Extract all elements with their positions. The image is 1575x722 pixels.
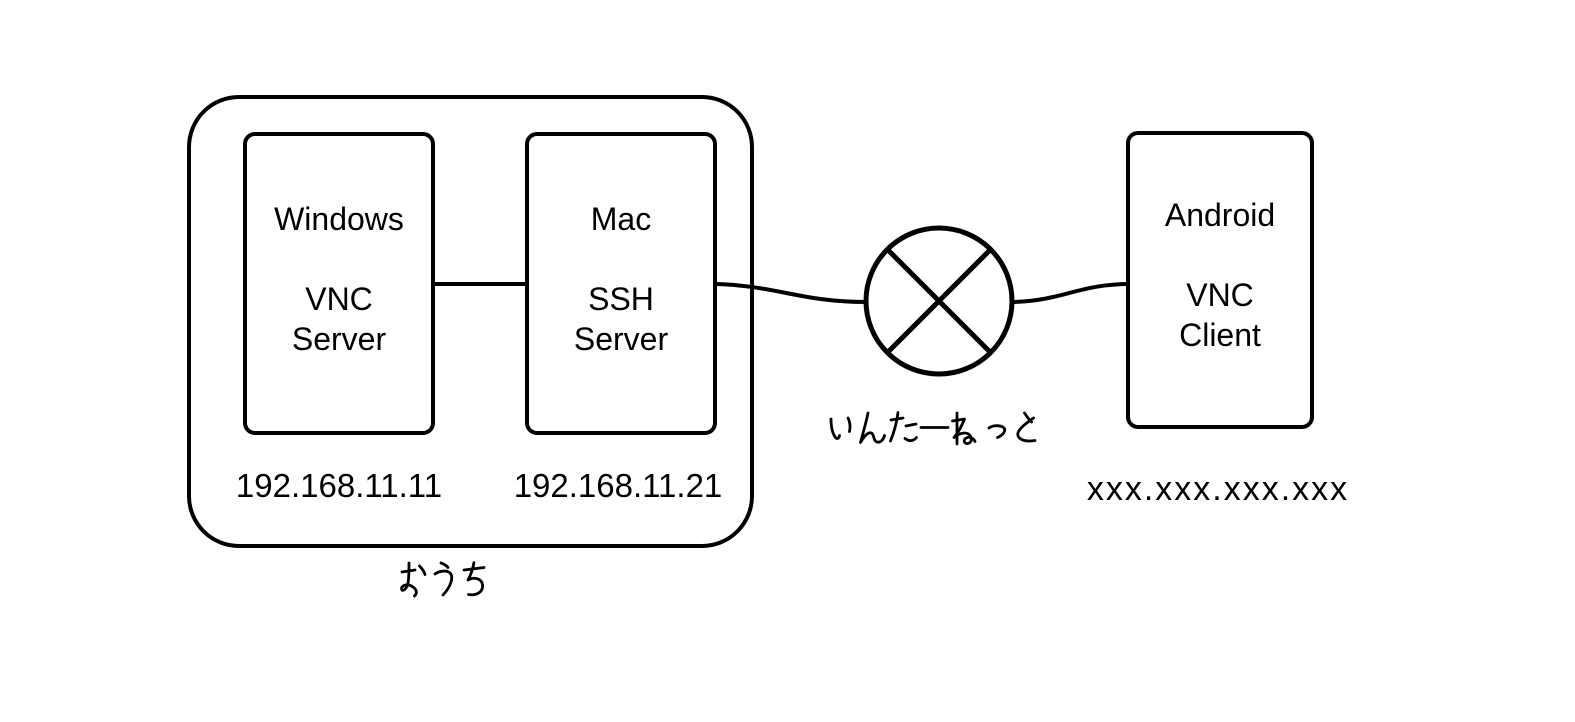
android-role-line-2: Client [1179, 317, 1261, 353]
home-group-box [187, 95, 754, 548]
windows-role-line-1: VNC [305, 280, 373, 317]
kana-u [433, 561, 454, 597]
kana-i [829, 416, 852, 440]
android-role-line-1: VNC [1186, 277, 1254, 313]
kana-ta [889, 411, 918, 443]
kana-to [1016, 411, 1037, 443]
connector-internet-android [1011, 282, 1131, 304]
kana-ne [951, 411, 977, 446]
mac-os-label: Mac [590, 200, 652, 237]
mac-node: Mac SSH Server [525, 132, 717, 435]
internet-label: いんたーねっと [826, 410, 1044, 448]
windows-os-label: Windows [274, 200, 404, 237]
mac-ip-label: 192.168.11.21 [513, 467, 723, 504]
kana-o [400, 561, 427, 598]
kana-chi [462, 561, 486, 597]
windows-node: Windows VNC Server [243, 132, 435, 435]
mac-role-line-1: SSH [588, 280, 654, 317]
kana-small-tsu [987, 424, 1007, 439]
android-os-label: Android [1164, 197, 1276, 233]
android-ip-label: xxx.xxx.xxx.xxx [1086, 470, 1350, 508]
connector-mac-internet [712, 282, 867, 304]
windows-role-line-2: Server [291, 320, 387, 357]
mac-role-line-2: Server [573, 320, 669, 357]
android-node: Android VNC Client [1126, 131, 1314, 429]
internet-label-drawing [829, 411, 1037, 446]
windows-ip-label: 192.168.11.11 [235, 467, 443, 504]
internet-x-mark-icon [885, 247, 993, 355]
kana-n [859, 411, 886, 444]
home-group-label-drawing [400, 561, 486, 598]
home-group-label: おうち [399, 561, 491, 599]
